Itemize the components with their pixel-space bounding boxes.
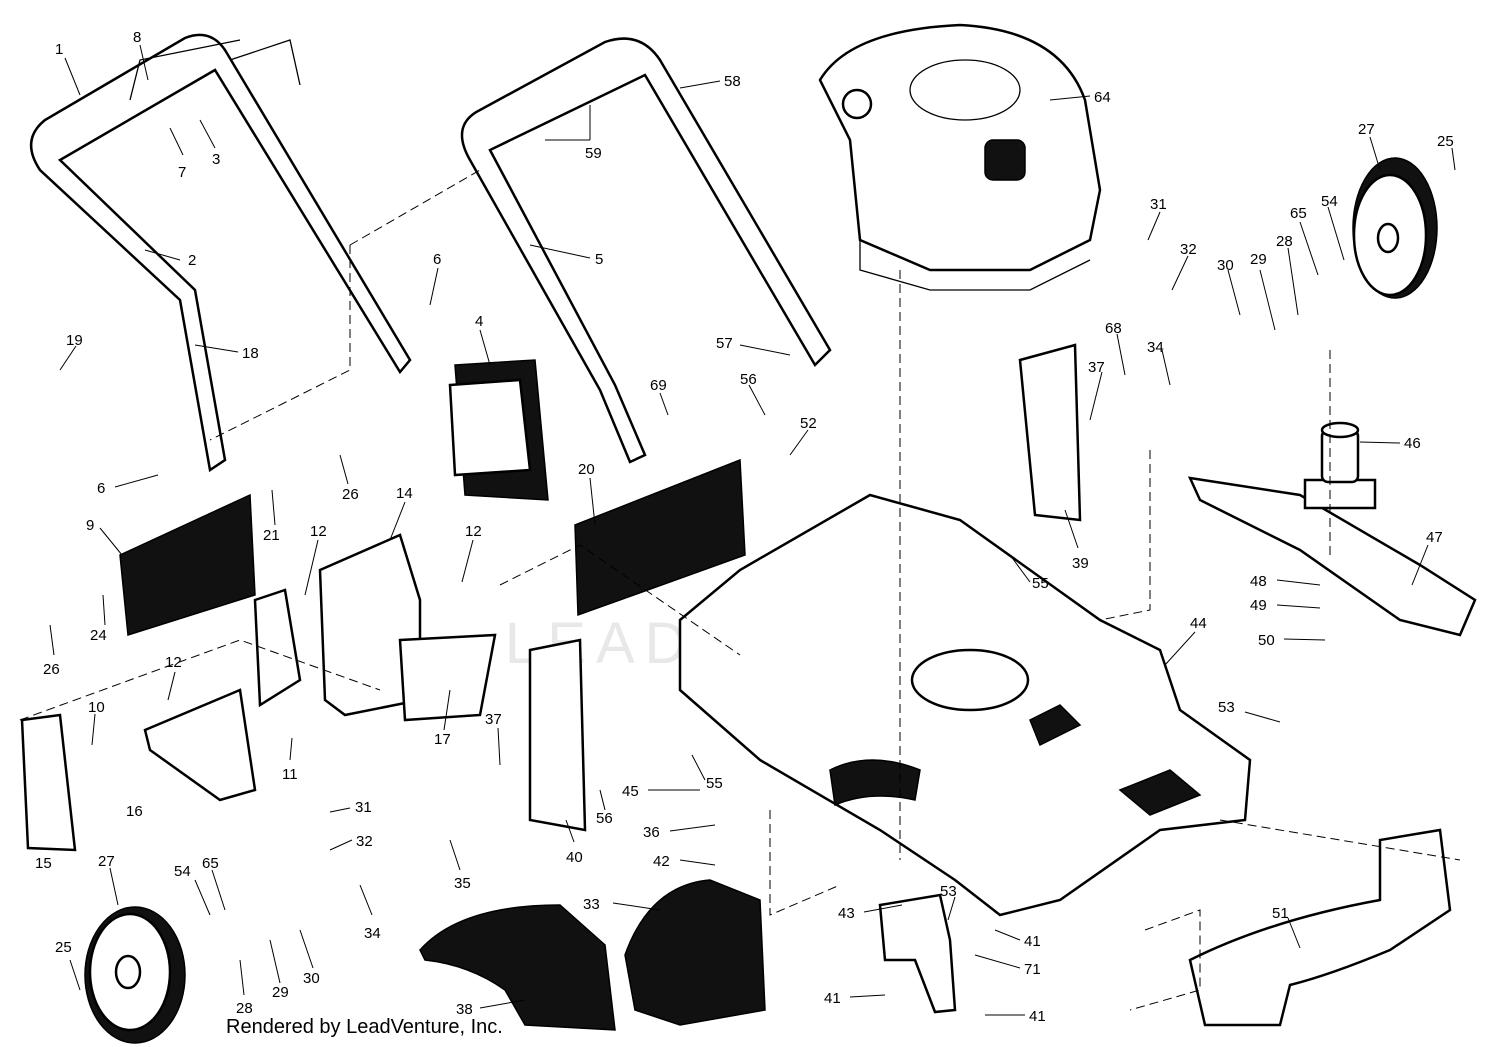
label-51: 51 [1272,905,1289,922]
label-58: 58 [724,73,741,90]
label-52: 52 [800,415,817,432]
label-4: 4 [475,313,483,330]
upper-handle-part [460,37,832,464]
label-41a: 41 [1024,933,1041,950]
label-37a: 37 [1088,359,1105,376]
label-47: 47 [1426,529,1443,546]
label-15: 15 [35,855,52,872]
label-36: 36 [643,824,660,841]
label-54b: 54 [174,863,191,880]
label-33: 33 [583,896,600,913]
bag-part [448,359,549,501]
wheel-right-part [1352,157,1438,299]
label-14: 14 [396,485,413,502]
label-28b: 28 [236,1000,253,1017]
label-24: 24 [90,627,107,644]
label-16: 16 [126,803,143,820]
label-27a: 27 [1358,121,1375,138]
rear-door-part [119,458,746,636]
label-34a: 34 [1147,339,1164,356]
label-3: 3 [212,151,220,168]
label-32b: 32 [356,833,373,850]
label-53b: 53 [940,883,957,900]
label-65b: 65 [202,855,219,872]
label-30a: 30 [1217,257,1234,274]
part-labels: 1 2 3 4 5 6 6 7 8 9 10 11 12 12 12 14 15 [35,29,1456,1025]
label-12a: 12 [310,523,327,540]
label-38: 38 [456,1001,473,1018]
label-9: 9 [86,517,94,534]
label-25a: 25 [1437,133,1454,150]
label-71: 71 [1024,961,1041,978]
label-30b: 30 [303,970,320,987]
label-11: 11 [282,766,298,783]
label-64: 64 [1094,89,1111,106]
engine-part [818,23,1102,291]
label-46: 46 [1404,435,1421,452]
label-6: 6 [433,251,441,268]
label-12b: 12 [465,523,482,540]
label-26a: 26 [342,486,359,503]
label-31a: 31 [1150,196,1167,213]
label-57: 57 [716,335,733,352]
label-5: 5 [595,251,603,268]
label-19: 19 [66,332,83,349]
label-69: 69 [650,377,667,394]
label-68: 68 [1105,320,1122,337]
label-34b: 34 [364,925,381,942]
label-8: 8 [133,29,141,46]
label-55b: 55 [706,775,723,792]
label-2: 2 [188,252,196,269]
label-17: 17 [434,731,451,748]
label-27b: 27 [98,853,115,870]
label-10: 10 [88,699,105,716]
label-20: 20 [578,461,595,478]
label-54a: 54 [1321,193,1338,210]
label-32a: 32 [1180,241,1197,258]
lower-handle-part [30,33,412,473]
bracket-part [20,343,1082,1014]
label-35: 35 [454,875,471,892]
label-55a: 55 [1032,575,1049,592]
blade-adapter-part [1303,421,1377,510]
blade-part [1187,476,1477,637]
label-21: 21 [263,527,280,544]
alignment-lines [19,169,1461,1011]
label-50: 50 [1258,632,1275,649]
label-45: 45 [622,783,639,800]
label-31b: 31 [355,799,372,816]
label-39: 39 [1072,555,1089,572]
label-53a: 53 [1218,699,1235,716]
label-1: 1 [55,41,63,58]
label-49: 49 [1250,597,1267,614]
label-43: 43 [838,905,855,922]
label-26b: 26 [43,661,60,678]
label-25b: 25 [55,939,72,956]
label-56b: 56 [596,810,613,827]
label-29b: 29 [272,984,289,1001]
label-48: 48 [1250,573,1267,590]
label-29a: 29 [1250,251,1267,268]
label-6b: 6 [97,480,105,497]
label-37b: 37 [485,711,502,728]
label-12c: 12 [165,654,182,671]
label-7: 7 [178,164,186,181]
label-28a: 28 [1276,233,1293,250]
shield-part [419,828,1452,1031]
label-59: 59 [585,145,602,162]
label-41b: 41 [824,990,841,1007]
label-65a: 65 [1290,205,1307,222]
label-18: 18 [242,345,259,362]
label-56a: 56 [740,371,757,388]
label-40: 40 [566,849,583,866]
label-42: 42 [653,853,670,870]
label-44: 44 [1190,615,1207,632]
mower-deck-part [678,493,1252,917]
wheel-left-part [84,906,186,1044]
label-41c: 41 [1029,1008,1046,1025]
credit-text: Rendered by LeadVenture, Inc. [226,1016,503,1038]
